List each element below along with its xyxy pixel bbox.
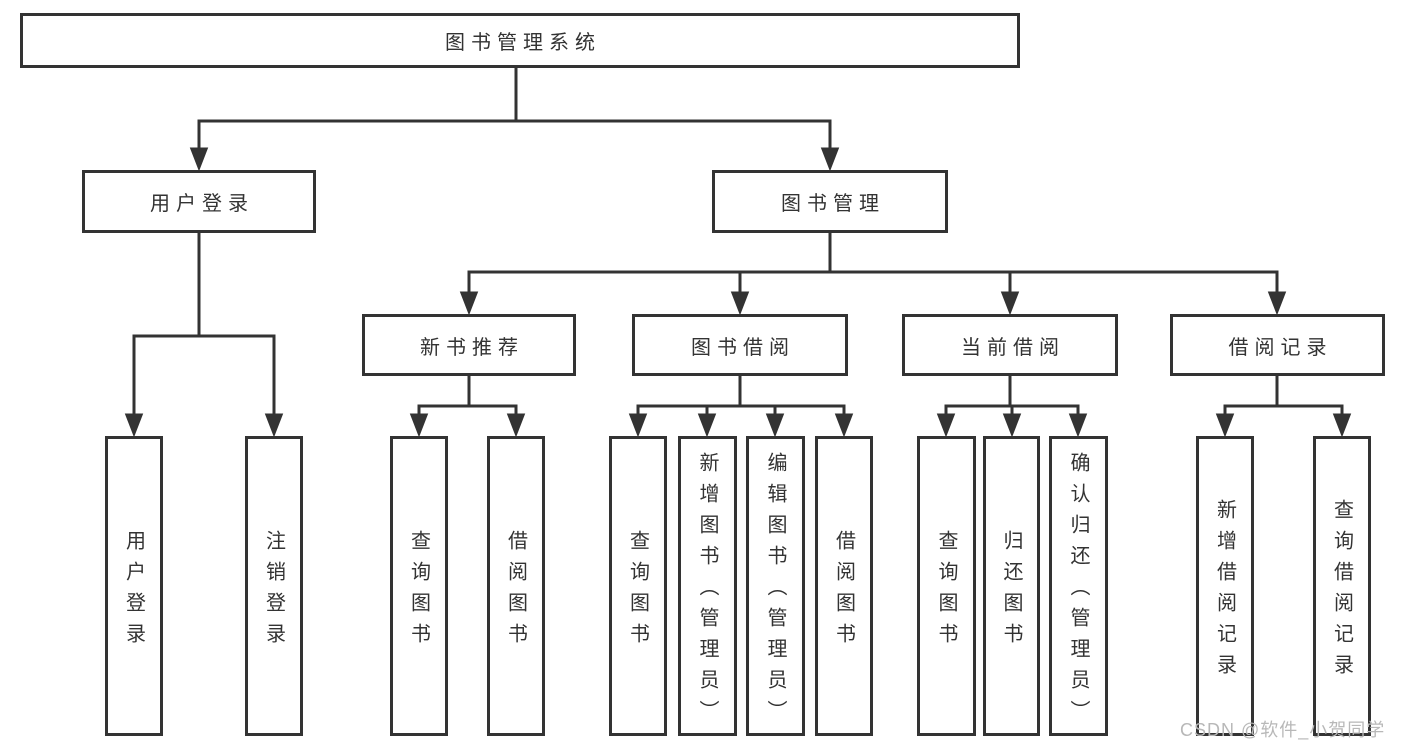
node-label: 用户登录 — [122, 529, 145, 654]
leaf-records-add-record: 新增借阅记录 — [1196, 436, 1254, 736]
leaf-borrowing-add-books-admin: 新增图书（管理员） — [678, 436, 737, 736]
node-label: 图书借阅 — [691, 336, 795, 359]
node-label: 注销登录 — [262, 529, 285, 654]
node-label: 借阅图书 — [504, 529, 527, 654]
leaf-recommend-borrow-books: 借阅图书 — [487, 436, 545, 736]
node-label: 借阅图书 — [832, 529, 855, 654]
node-book-borrowing: 图书借阅 — [632, 314, 848, 376]
node-label: 确认归还（管理员） — [1067, 452, 1089, 731]
node-label: 借阅记录 — [1228, 336, 1333, 359]
leaf-current-query-books: 查询图书 — [917, 436, 976, 736]
leaf-borrowing-borrow-books: 借阅图书 — [815, 436, 873, 736]
leaf-user-login: 用户登录 — [105, 436, 163, 736]
leaf-current-confirm-return-admin: 确认归还（管理员） — [1049, 436, 1108, 736]
node-label: 新书推荐 — [420, 336, 524, 359]
node-label: 用户登录 — [150, 193, 254, 215]
node-new-book-recommend: 新书推荐 — [362, 314, 576, 376]
leaf-logout-login: 注销登录 — [245, 436, 303, 736]
node-label: 归还图书 — [1000, 529, 1022, 654]
leaf-records-query-record: 查询借阅记录 — [1313, 436, 1371, 736]
node-label: 查询图书 — [935, 529, 957, 654]
node-label: 图书管理系统 — [445, 32, 601, 54]
node-borrow-records: 借阅记录 — [1170, 314, 1385, 376]
node-book-management: 图书管理 — [712, 170, 948, 233]
node-label: 查询图书 — [407, 529, 430, 654]
leaf-recommend-query-books: 查询图书 — [390, 436, 448, 736]
node-label: 编辑图书（管理员） — [764, 452, 786, 731]
node-label: 新增借阅记录 — [1213, 498, 1236, 685]
leaf-borrowing-edit-books-admin: 编辑图书（管理员） — [746, 436, 805, 736]
node-user-login: 用户登录 — [82, 170, 316, 233]
leaf-borrowing-query-books: 查询图书 — [609, 436, 667, 736]
csdn-watermark: CSDN @软件_小贺同学 — [1180, 720, 1386, 740]
node-label: 查询图书 — [626, 529, 649, 654]
node-label: 当前借阅 — [961, 336, 1065, 359]
node-label: 图书管理 — [781, 193, 885, 215]
node-root: 图书管理系统 — [20, 13, 1020, 68]
node-label: 新增图书（管理员） — [696, 452, 718, 731]
leaf-current-return-books: 归还图书 — [983, 436, 1040, 736]
node-current-borrowing: 当前借阅 — [902, 314, 1118, 376]
node-label: 查询借阅记录 — [1330, 498, 1353, 685]
